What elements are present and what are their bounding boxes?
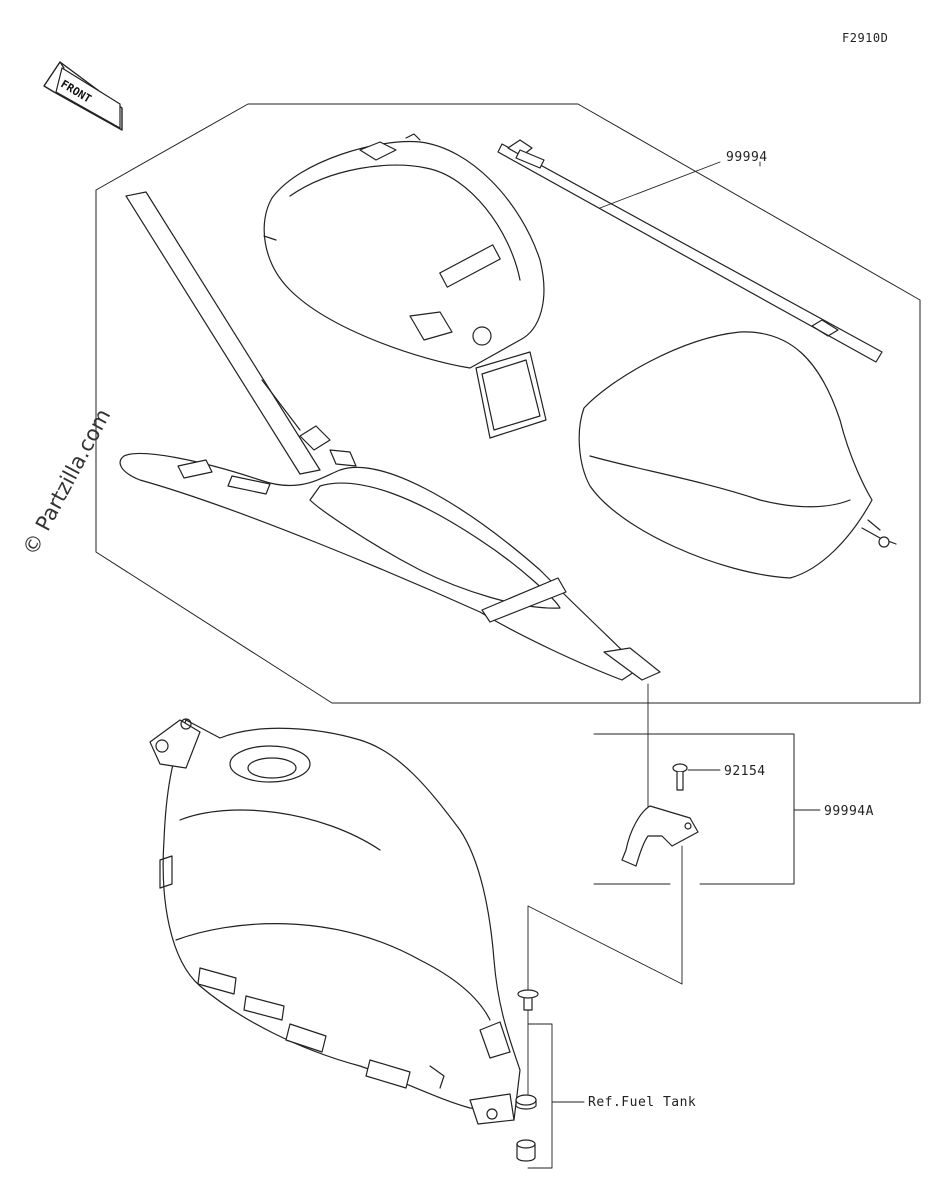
callout-92154: 92154: [724, 764, 766, 779]
bracket-part: [621, 805, 699, 867]
bolt-part: [672, 763, 688, 791]
callout-99994a: 99994A: [824, 804, 874, 819]
front-arrow-icon: [43, 61, 123, 131]
grommet-top: [517, 989, 539, 1011]
leader-zigzag: [527, 905, 683, 991]
figure-id: F2910D: [842, 31, 889, 45]
strap-part: [497, 139, 883, 363]
callout-ref-fuel-tank: Ref.Fuel Tank: [588, 1095, 697, 1110]
grommet-middle: [515, 1094, 537, 1110]
grommet-bottom: [516, 1139, 536, 1162]
tank-bag-base-part: [119, 191, 661, 681]
kit-outline-polygon: [95, 103, 921, 704]
callout-99994: 99994: [726, 150, 768, 165]
leader-ref-bracket: [527, 1023, 553, 1169]
bracket-kit-box: [593, 733, 795, 885]
cover-part: [578, 331, 897, 579]
fuel-tank-part: [149, 718, 521, 1125]
leader-99994: [599, 161, 721, 209]
tank-bag-part: [263, 133, 547, 439]
